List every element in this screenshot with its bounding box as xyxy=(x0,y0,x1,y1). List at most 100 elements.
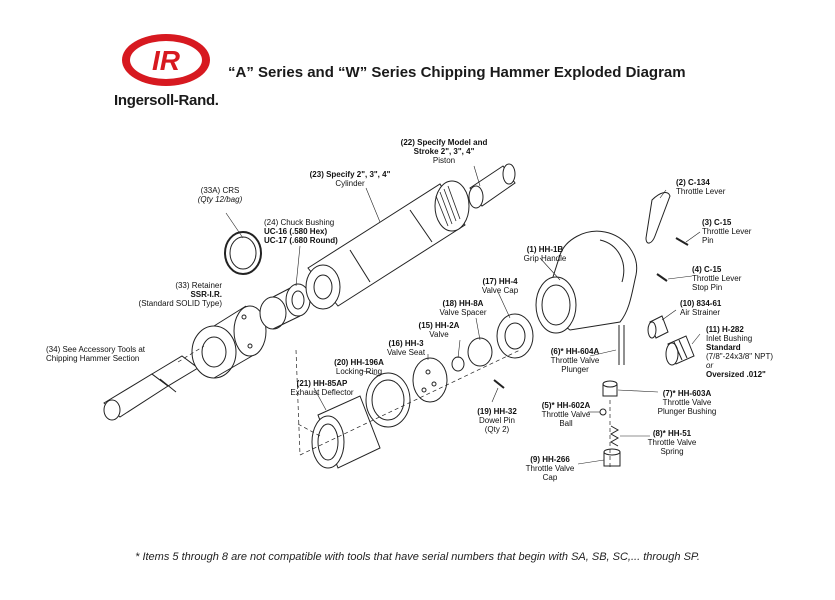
part-7-line2: Throttle Valve xyxy=(662,398,712,407)
label-part-9: (9) HH-266 Throttle Valve Cap xyxy=(518,455,582,482)
label-part-5: (5)* HH-602A Throttle Valve Ball xyxy=(534,401,598,428)
throttle-lever-pin-part xyxy=(675,237,689,246)
throttle-lever-part xyxy=(645,192,671,244)
part-23-line2: Cylinder xyxy=(335,179,365,188)
part-17-line2: Valve Cap xyxy=(481,286,519,295)
part-6-line3: Plunger xyxy=(561,365,589,374)
part-22-line1: (22) Specify Model and xyxy=(400,138,488,147)
valve-cap-part xyxy=(496,313,534,359)
part-18-line1: (18) HH-8A xyxy=(442,299,484,308)
piston-part xyxy=(468,163,516,209)
part-15-line1: (15) HH-2A xyxy=(418,321,460,330)
part-4-line2: Throttle Lever xyxy=(692,274,742,283)
dowel-pin-part xyxy=(493,379,505,389)
label-part-17: (17) HH-4 Valve Cap xyxy=(470,277,530,295)
part-33a-line1: (33A) CRS xyxy=(200,186,240,195)
part-10-line2: Air Strainer xyxy=(680,308,721,317)
part-34-line1: (34) See Accessory Tools at xyxy=(46,345,146,354)
part-20-line2: Locking Ring xyxy=(335,367,383,376)
part-5-line2: Throttle Valve xyxy=(541,410,591,419)
part-22-line2: Stroke 2", 3", 4" xyxy=(413,147,475,156)
part-8-line2: Throttle Valve xyxy=(647,438,697,447)
label-part-4: (4) C-15 Throttle Lever Stop Pin xyxy=(692,265,741,292)
label-part-8: (8)* HH-51 Throttle Valve Spring xyxy=(640,429,704,456)
label-part-21: (21) HH-85AP Exhaust Deflector xyxy=(282,379,362,397)
label-part-7: (7)* HH-603A Throttle Valve Plunger Bush… xyxy=(644,389,730,416)
svg-text:IR: IR xyxy=(152,45,181,76)
part-3-line2: Throttle Lever xyxy=(702,227,752,236)
part-19-line2: Dowel Pin xyxy=(478,416,515,425)
part-7-line1: (7)* HH-603A xyxy=(662,389,712,398)
part-3-line1: (3) C-15 xyxy=(702,218,732,227)
label-part-3: (3) C-15 Throttle Lever Pin xyxy=(702,218,751,245)
label-part-33a: (33A) CRS (Qty 12/bag) xyxy=(184,186,256,204)
part-11-line1: (11) H-282 xyxy=(706,325,744,334)
part-19-line3: (Qty 2) xyxy=(484,425,510,434)
label-part-1: (1) HH-1B Grip Handle xyxy=(510,245,580,263)
part-4-line3: Stop Pin xyxy=(692,283,723,292)
diagram-title: “A” Series and “W” Series Chipping Hamme… xyxy=(228,64,686,81)
part-3-line3: Pin xyxy=(702,236,714,245)
label-part-15: (15) HH-2A Valve xyxy=(406,321,472,339)
accessory-tool-part xyxy=(103,355,199,421)
crs-ring-part xyxy=(224,231,262,275)
label-part-24: (24) Chuck Bushing UC-16 (.580 Hex) UC-1… xyxy=(264,218,338,245)
label-part-11: (11) H-282 Inlet Bushing Standard (7/8"-… xyxy=(706,325,773,379)
cylinder-part xyxy=(305,180,470,310)
part-16-line1: (16) HH-3 xyxy=(388,339,424,348)
part-20-line1: (20) HH-196A xyxy=(334,358,384,367)
part-9-line1: (9) HH-266 xyxy=(530,455,570,464)
chuck-bushing-part xyxy=(259,283,311,330)
ingersoll-rand-logo: IR xyxy=(122,34,210,86)
part-8-line1: (8)* HH-51 xyxy=(652,429,692,438)
label-part-23: (23) Specify 2", 3", 4" Cylinder xyxy=(300,170,400,188)
plunger-bushing-part xyxy=(602,380,618,397)
part-33a-line2: (Qty 12/bag) xyxy=(197,195,243,204)
part-1-line2: Grip Handle xyxy=(523,254,567,263)
part-18-line2: Valve Spacer xyxy=(439,308,487,317)
part-15-line2: Valve xyxy=(429,330,449,339)
brand-wordmark: Ingersoll-Rand. xyxy=(114,92,219,109)
throttle-valve-cap-part xyxy=(603,448,621,467)
part-8-line3: Spring xyxy=(660,447,684,456)
part-34-line2: Chipping Hammer Section xyxy=(46,354,140,363)
part-11-line2: Inlet Bushing xyxy=(706,334,753,343)
retainer-part xyxy=(191,305,267,379)
part-11-line4: (7/8"-24x3/8" NPT) xyxy=(706,352,774,361)
part-22-line3: Piston xyxy=(432,156,456,165)
part-4-line1: (4) C-15 xyxy=(692,265,722,274)
throttle-lever-stop-pin-part xyxy=(656,273,668,282)
part-24-line2: UC-16 (.580 Hex) xyxy=(264,227,328,236)
inlet-bushing-part xyxy=(665,335,695,366)
label-part-16: (16) HH-3 Valve Seat xyxy=(376,339,436,357)
label-part-2: (2) C-134 Throttle Lever xyxy=(676,178,725,196)
part-7-line3: Plunger Bushing xyxy=(657,407,717,416)
label-part-10: (10) 834-61 Air Strainer xyxy=(680,299,721,317)
part-23-line1: (23) Specify 2", 3", 4" xyxy=(309,170,391,179)
part-11-line6: Oversized .012" xyxy=(706,370,766,379)
valve-part xyxy=(451,356,465,372)
part-5-line3: Ball xyxy=(559,419,573,428)
part-6-line1: (6)* HH-604A xyxy=(550,347,600,356)
part-16-line2: Valve Seat xyxy=(386,348,426,357)
part-11-line5: or xyxy=(706,361,714,370)
valve-spacer-part xyxy=(467,337,493,367)
valve-seat-part xyxy=(412,357,448,403)
part-6-line2: Throttle Valve xyxy=(550,356,600,365)
part-9-line2: Throttle Valve xyxy=(525,464,575,473)
part-2-line2: Throttle Lever xyxy=(676,187,726,196)
part-10-line1: (10) 834-61 xyxy=(680,299,722,308)
part-17-line1: (17) HH-4 xyxy=(482,277,518,286)
part-9-line3: Cap xyxy=(542,473,558,482)
part-24-line3: UC-17 (.680 Round) xyxy=(264,236,338,245)
part-24-line1: (24) Chuck Bushing xyxy=(264,218,335,227)
part-21-line2: Exhaust Deflector xyxy=(290,388,354,397)
label-part-19: (19) HH-32 Dowel Pin (Qty 2) xyxy=(470,407,524,434)
throttle-valve-ball-part xyxy=(599,408,607,416)
throttle-valve-spring-part xyxy=(609,425,620,447)
part-33-line2: SSR-I.R. xyxy=(190,290,222,299)
label-part-33: (33) Retainer SSR-I.R. (Standard SOLID T… xyxy=(112,281,222,308)
label-part-6: (6)* HH-604A Throttle Valve Plunger xyxy=(540,347,610,374)
grip-handle-part xyxy=(535,230,638,334)
